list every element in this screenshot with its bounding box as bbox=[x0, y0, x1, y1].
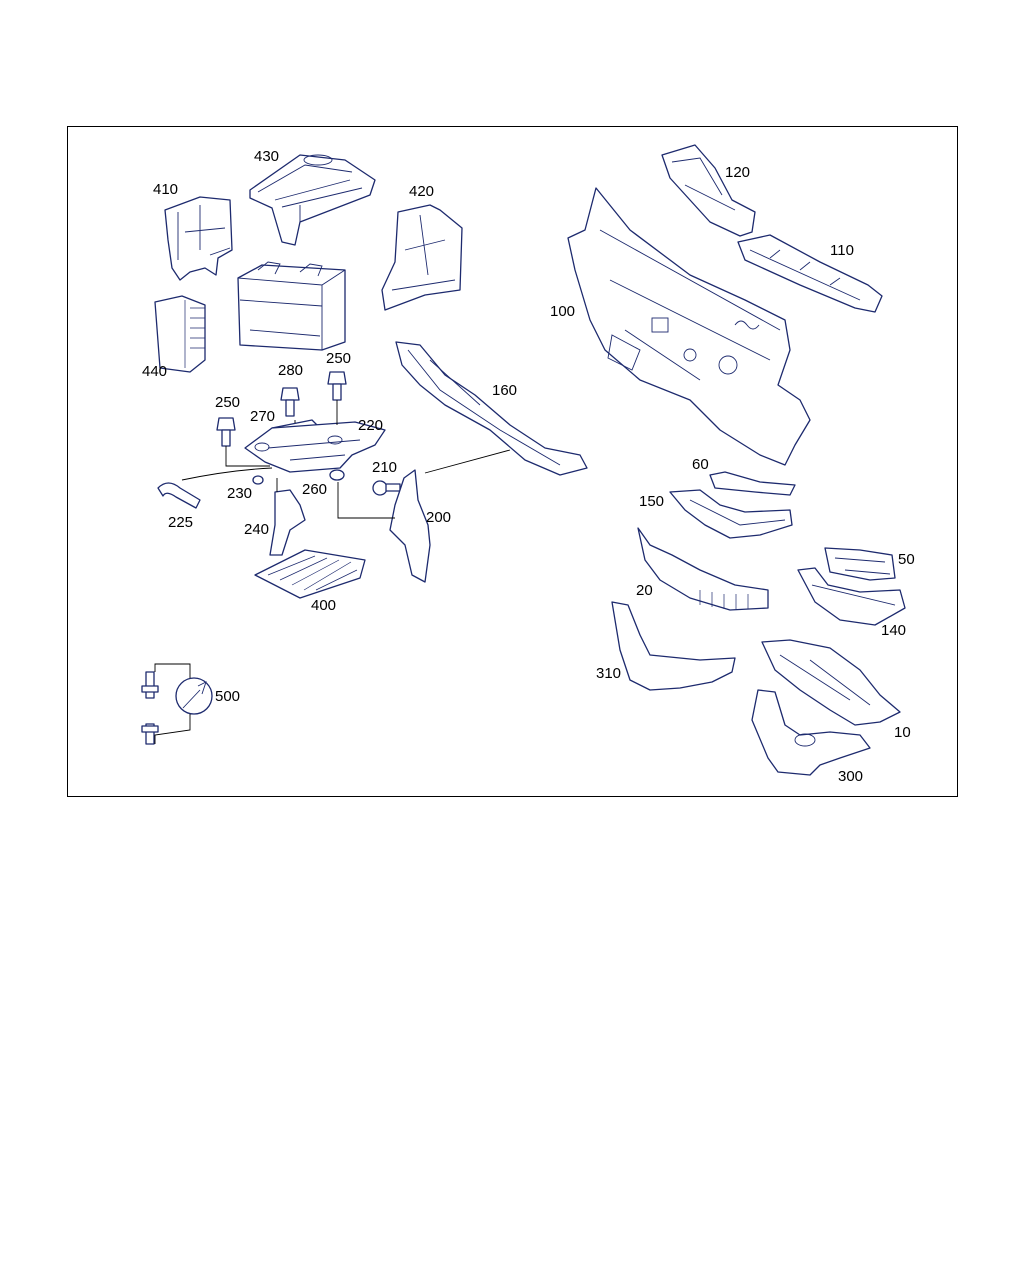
label-60: 60 bbox=[692, 456, 709, 473]
label-200: 200 bbox=[426, 509, 452, 526]
label-250-left: 250 bbox=[215, 394, 241, 411]
part-250-bolt-left[interactable] bbox=[216, 417, 236, 447]
part-410-bracket[interactable] bbox=[164, 196, 233, 281]
label-400: 400 bbox=[311, 597, 337, 614]
label-420: 420 bbox=[409, 183, 435, 200]
label-20: 20 bbox=[636, 582, 653, 599]
part-300-side-member[interactable] bbox=[751, 689, 871, 776]
part-310-side-member[interactable] bbox=[611, 601, 736, 691]
part-20-wheelhouse[interactable] bbox=[637, 527, 769, 611]
label-110: 110 bbox=[830, 242, 854, 259]
label-120: 120 bbox=[725, 164, 751, 181]
part-400-mat[interactable] bbox=[254, 549, 366, 599]
label-430: 430 bbox=[254, 148, 280, 165]
part-430-battery-cover[interactable] bbox=[249, 154, 376, 246]
label-230: 230 bbox=[227, 485, 253, 502]
label-500: 500 bbox=[215, 688, 241, 705]
part-120-cowl-upper[interactable] bbox=[661, 144, 756, 237]
part-200-support[interactable] bbox=[389, 469, 431, 583]
part-250-bolt-right[interactable] bbox=[327, 371, 347, 401]
label-50: 50 bbox=[898, 551, 915, 568]
part-260-grommet[interactable] bbox=[329, 469, 345, 481]
label-440: 440 bbox=[142, 363, 168, 380]
label-140: 140 bbox=[881, 622, 907, 639]
part-280-bolt[interactable] bbox=[280, 387, 300, 417]
part-60-bracket[interactable] bbox=[709, 471, 796, 496]
part-150-wheelhouse-panel[interactable] bbox=[669, 489, 793, 539]
label-410: 410 bbox=[153, 181, 179, 198]
part-160-cross-member[interactable] bbox=[395, 341, 588, 476]
label-280: 280 bbox=[278, 362, 304, 379]
label-300: 300 bbox=[838, 768, 864, 785]
label-240: 240 bbox=[244, 521, 270, 538]
label-270: 270 bbox=[250, 408, 276, 425]
part-240-bracket[interactable] bbox=[269, 489, 306, 556]
label-210: 210 bbox=[372, 459, 398, 476]
part-225-hose[interactable] bbox=[157, 482, 201, 509]
label-150: 150 bbox=[639, 493, 665, 510]
label-260: 260 bbox=[302, 481, 328, 498]
part-210-screw[interactable] bbox=[372, 480, 401, 496]
label-250-right: 250 bbox=[326, 350, 352, 367]
label-220: 220 bbox=[358, 417, 384, 434]
part-140-inner-panel[interactable] bbox=[797, 567, 906, 626]
part-500-fastener-kit[interactable] bbox=[141, 671, 213, 745]
label-160: 160 bbox=[492, 382, 518, 399]
label-10: 10 bbox=[894, 724, 911, 741]
part-230-grommet[interactable] bbox=[252, 475, 264, 485]
part-420-shield[interactable] bbox=[381, 204, 463, 311]
part-10-wheelhouse[interactable] bbox=[761, 639, 901, 726]
label-225: 225 bbox=[168, 514, 194, 531]
part-440-insulation[interactable] bbox=[154, 295, 206, 373]
battery[interactable] bbox=[237, 261, 346, 351]
leader-lines bbox=[154, 400, 511, 744]
part-110-cowl-lower[interactable] bbox=[737, 234, 883, 313]
part-220-battery-tray[interactable] bbox=[244, 421, 386, 473]
part-50-bracket[interactable] bbox=[824, 547, 896, 581]
part-100-bulkhead[interactable] bbox=[567, 187, 811, 466]
label-310: 310 bbox=[596, 665, 622, 682]
label-100: 100 bbox=[550, 303, 576, 320]
